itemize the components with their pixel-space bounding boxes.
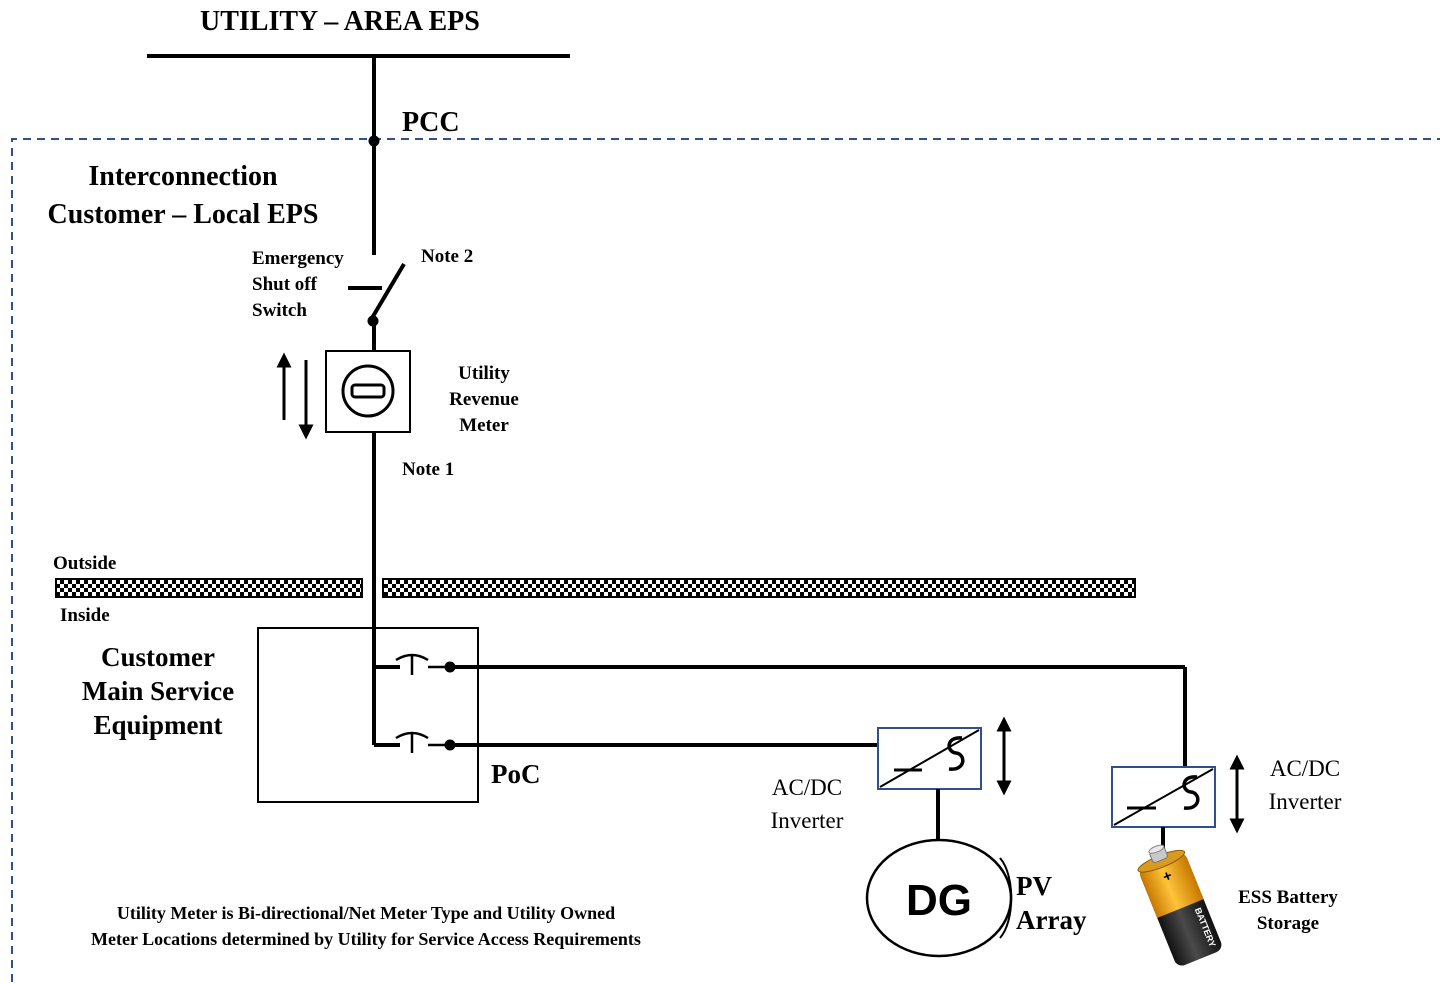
ess-inverter-line1: AC/DC	[1269, 756, 1341, 781]
pv-array-line2: Array	[1016, 905, 1087, 935]
pv-inverter-label: AC/DC Inverter	[752, 771, 862, 837]
footnote-line1: Utility Meter is Bi-directional/Net Mete…	[116, 903, 616, 923]
pv-inverter-ac-symbol	[947, 736, 965, 771]
pv-array-line1: PV	[1016, 871, 1052, 901]
wall-outside-label: Outside	[53, 553, 117, 574]
pv-array-bracket	[999, 857, 1013, 939]
switch-label-line1: Emergency	[252, 248, 344, 269]
service-equipment-line3: Equipment	[93, 710, 223, 740]
building-wall-right	[382, 578, 1136, 598]
pcc-label: PCC	[402, 107, 460, 138]
meter-note: Note 1	[402, 459, 455, 480]
building-wall-left	[55, 578, 363, 598]
local-eps-label: Interconnection Customer – Local EPS	[18, 158, 348, 234]
battery-label-line2: Storage	[1256, 913, 1320, 934]
poc-label: PoC	[491, 759, 541, 789]
pcc-node	[368, 135, 380, 147]
utility-bus-title: UTILITY – AREA EPS	[200, 6, 480, 37]
wall-inside-label: Inside	[60, 605, 110, 626]
switch-label-line2: Shut off	[252, 274, 317, 295]
switch-label: Emergency Shut off Switch	[252, 246, 344, 324]
ess-inverter-label: AC/DC Inverter	[1250, 752, 1360, 818]
local-eps-boundary	[11, 138, 1440, 982]
pv-array-label: PV Array	[1016, 869, 1086, 937]
meter-label-line3: Meter	[459, 415, 509, 436]
ess-inverter-line2: Inverter	[1268, 789, 1342, 814]
ess-inverter-ac-symbol	[1182, 775, 1200, 810]
meter-label-line2: Revenue	[449, 389, 519, 410]
footnote-line2: Meter Locations determined by Utility fo…	[91, 929, 641, 949]
local-eps-line2: Customer – Local EPS	[47, 199, 319, 230]
battery-label-line1: ESS Battery	[1238, 887, 1338, 908]
meter-label: Utility Revenue Meter	[434, 361, 534, 439]
service-equipment-line1: Customer	[101, 642, 215, 672]
battery-icon: + BATTERY	[1137, 844, 1222, 966]
battery-label: ESS Battery Storage	[1218, 885, 1358, 937]
pv-inverter-diagonal	[879, 729, 980, 788]
local-eps-line1: Interconnection	[88, 161, 278, 192]
footnote: Utility Meter is Bi-directional/Net Mete…	[26, 900, 706, 952]
dg-label: DG	[906, 876, 972, 925]
revenue-meter-slot	[350, 383, 386, 399]
switch-label-line3: Switch	[252, 300, 307, 321]
pv-inverter-line2: Inverter	[770, 808, 844, 833]
meter-label-line1: Utility	[458, 363, 510, 384]
switch-note: Note 2	[421, 246, 474, 267]
service-equipment-line2: Main Service	[81, 676, 235, 706]
pv-inverter-line1: AC/DC	[771, 775, 843, 800]
breaker-1-contact	[395, 653, 429, 675]
breaker-2-contact	[395, 731, 429, 753]
switch-blade	[370, 262, 406, 320]
service-equipment-label: Customer Main Service Equipment	[58, 640, 258, 742]
service-equipment-box	[257, 627, 479, 803]
